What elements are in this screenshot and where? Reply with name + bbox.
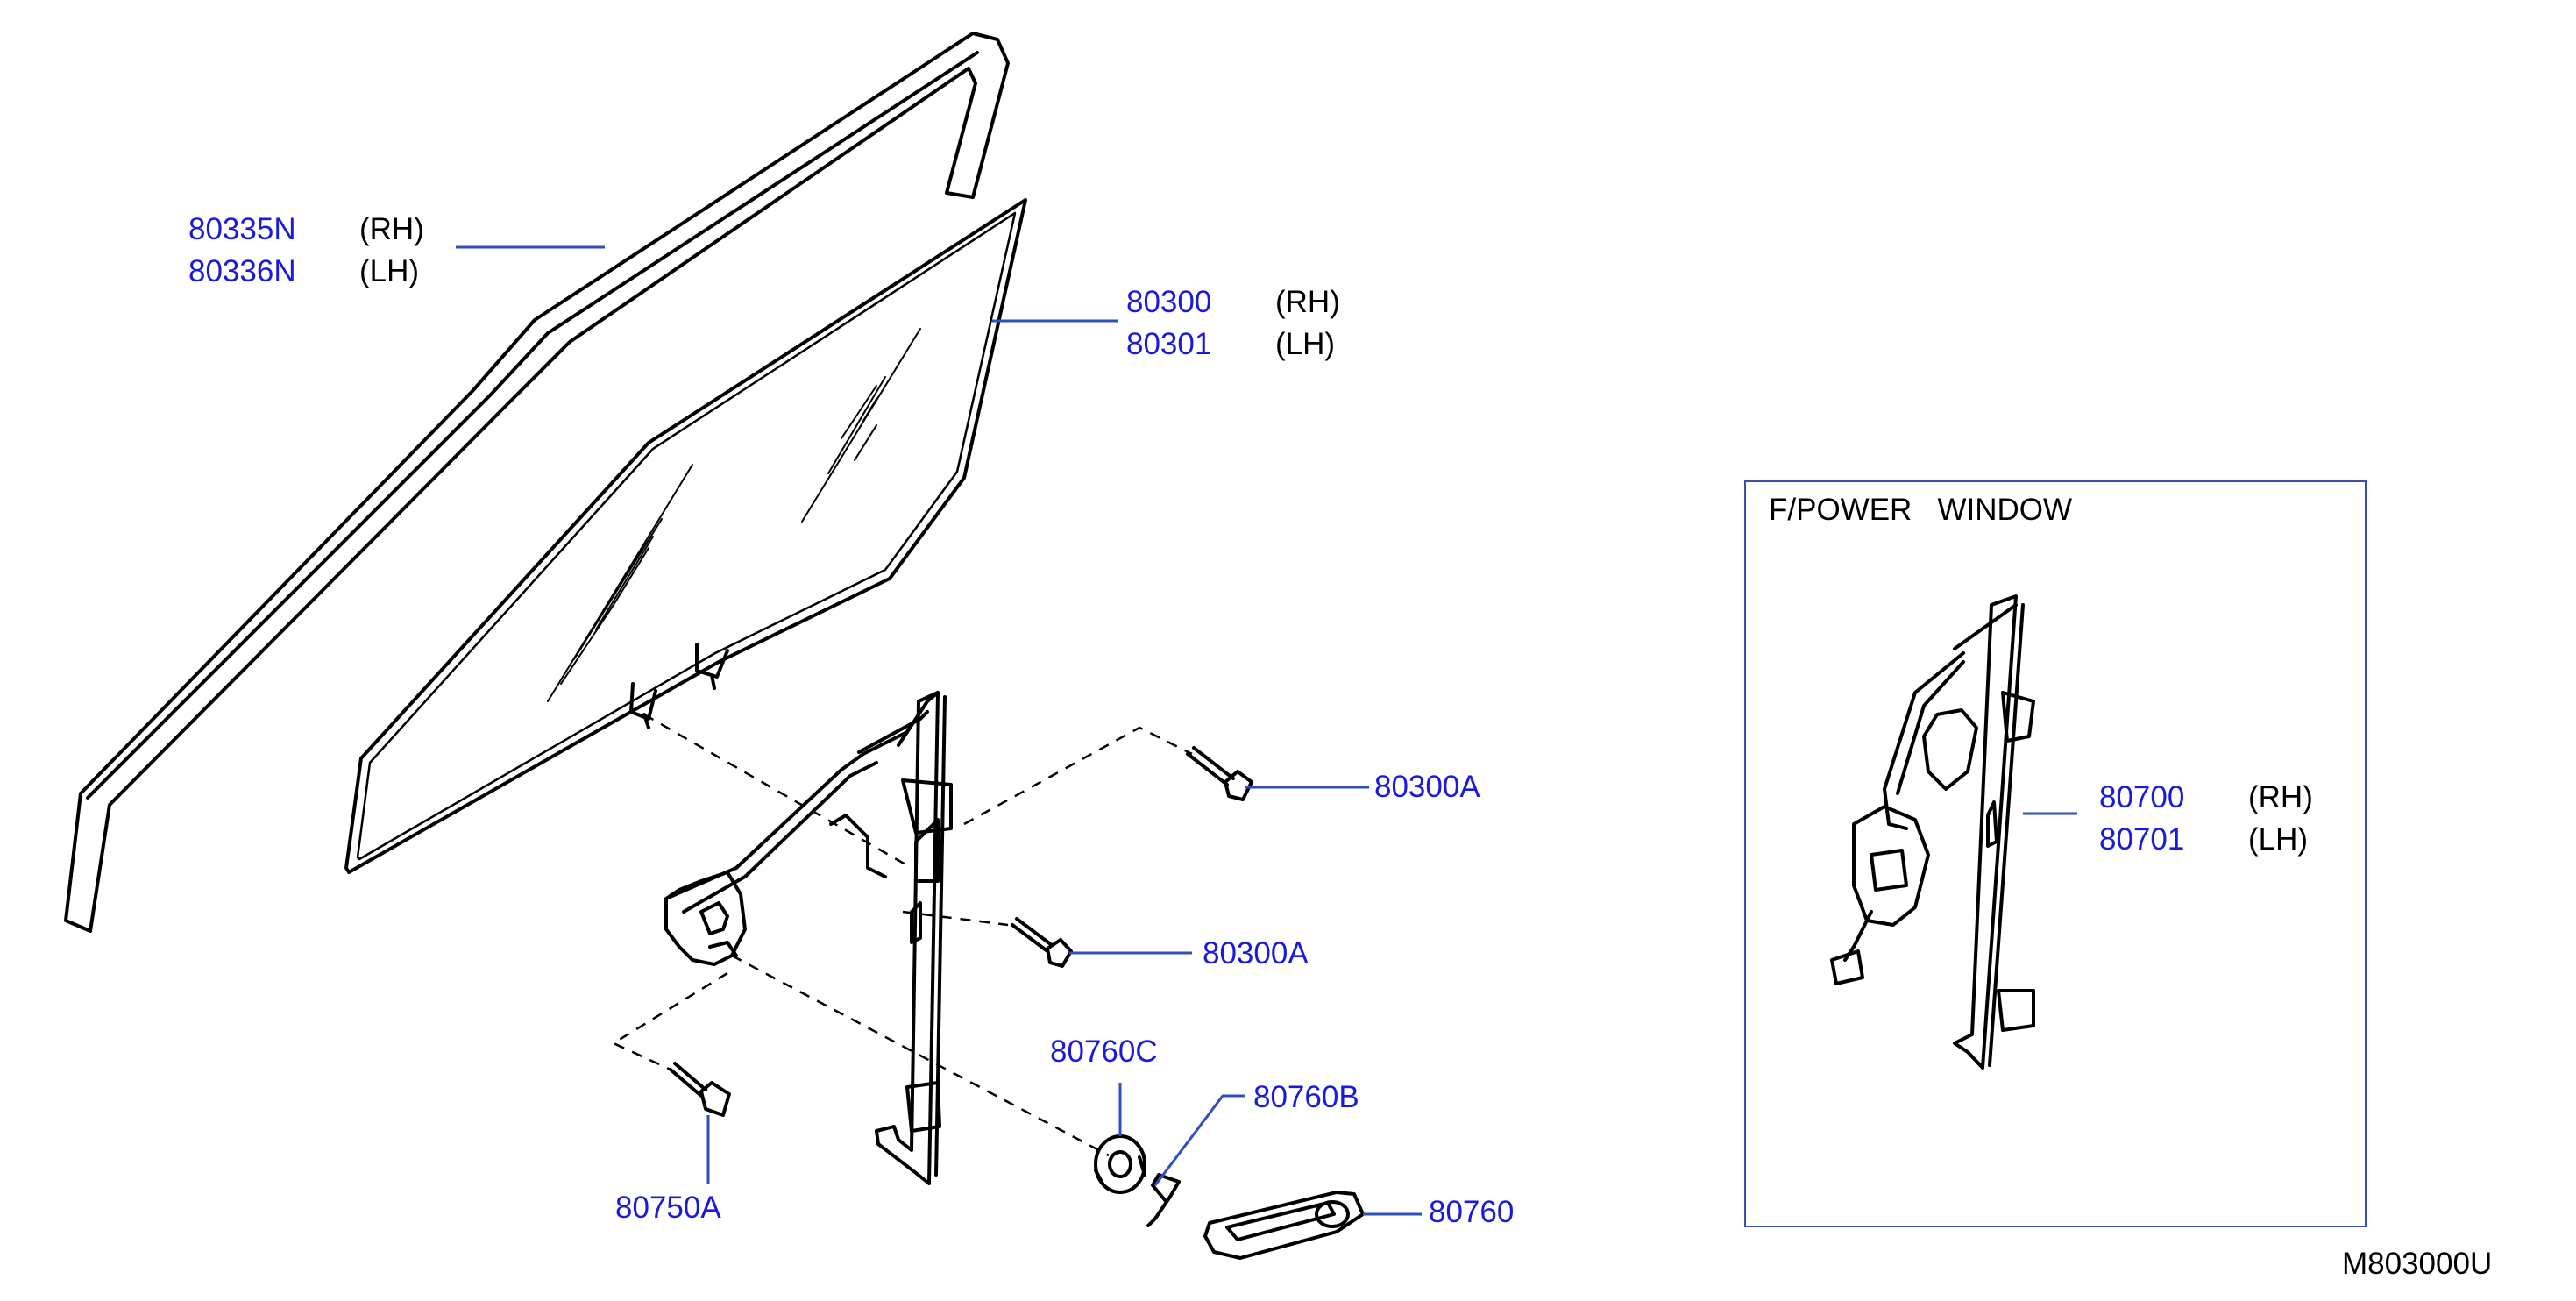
part-number-80700[interactable]: 80700 — [2099, 780, 2185, 814]
part-number-80760[interactable]: 80760 — [1429, 1195, 1515, 1229]
assembly-lines — [611, 713, 1193, 1157]
power-regulator-illustration — [1830, 594, 2035, 1070]
side-tag-rh: (RH) — [2248, 780, 2313, 814]
side-tag-rh: (RH) — [1275, 285, 1340, 319]
part-number-80760b[interactable]: 80760B — [1253, 1080, 1359, 1114]
part-number-80750a[interactable]: 80750A — [615, 1191, 721, 1225]
part-number-80300[interactable]: 80300 — [1126, 285, 1212, 319]
side-tag-lh: (LH) — [359, 254, 420, 288]
side-tag-rh: (RH) — [359, 212, 424, 246]
inset-title: F/POWER WINDOW — [1769, 493, 2073, 527]
door-glass-illustration — [344, 198, 1027, 874]
side-tag-lh: (LH) — [2248, 822, 2309, 857]
bolt-upper-illustration — [1186, 746, 1253, 801]
door-moulding-illustration — [64, 32, 1010, 933]
diagram-code: M803000U — [2342, 1247, 2493, 1281]
manual-regulator-illustration — [664, 691, 953, 1185]
leader-lines — [456, 245, 2077, 1216]
part-number-80336n[interactable]: 80336N — [188, 254, 296, 288]
bolt-lower-illustration — [1011, 917, 1073, 968]
handle-illustration — [1203, 1191, 1365, 1260]
bolt-regulator-illustration — [669, 1062, 731, 1117]
side-tag-lh: (LH) — [1275, 327, 1336, 361]
part-number-80701[interactable]: 80701 — [2099, 822, 2185, 857]
part-number-80300a-upper[interactable]: 80300A — [1374, 770, 1480, 804]
part-number-80335n[interactable]: 80335N — [188, 212, 296, 246]
part-number-80300a-lower[interactable]: 80300A — [1203, 936, 1309, 970]
part-number-80301[interactable]: 80301 — [1126, 327, 1212, 361]
part-number-80760c[interactable]: 80760C — [1050, 1034, 1158, 1069]
power-window-inset-frame — [1744, 480, 2367, 1227]
washer-illustration — [1094, 1134, 1146, 1194]
clip-illustration — [1146, 1173, 1181, 1227]
